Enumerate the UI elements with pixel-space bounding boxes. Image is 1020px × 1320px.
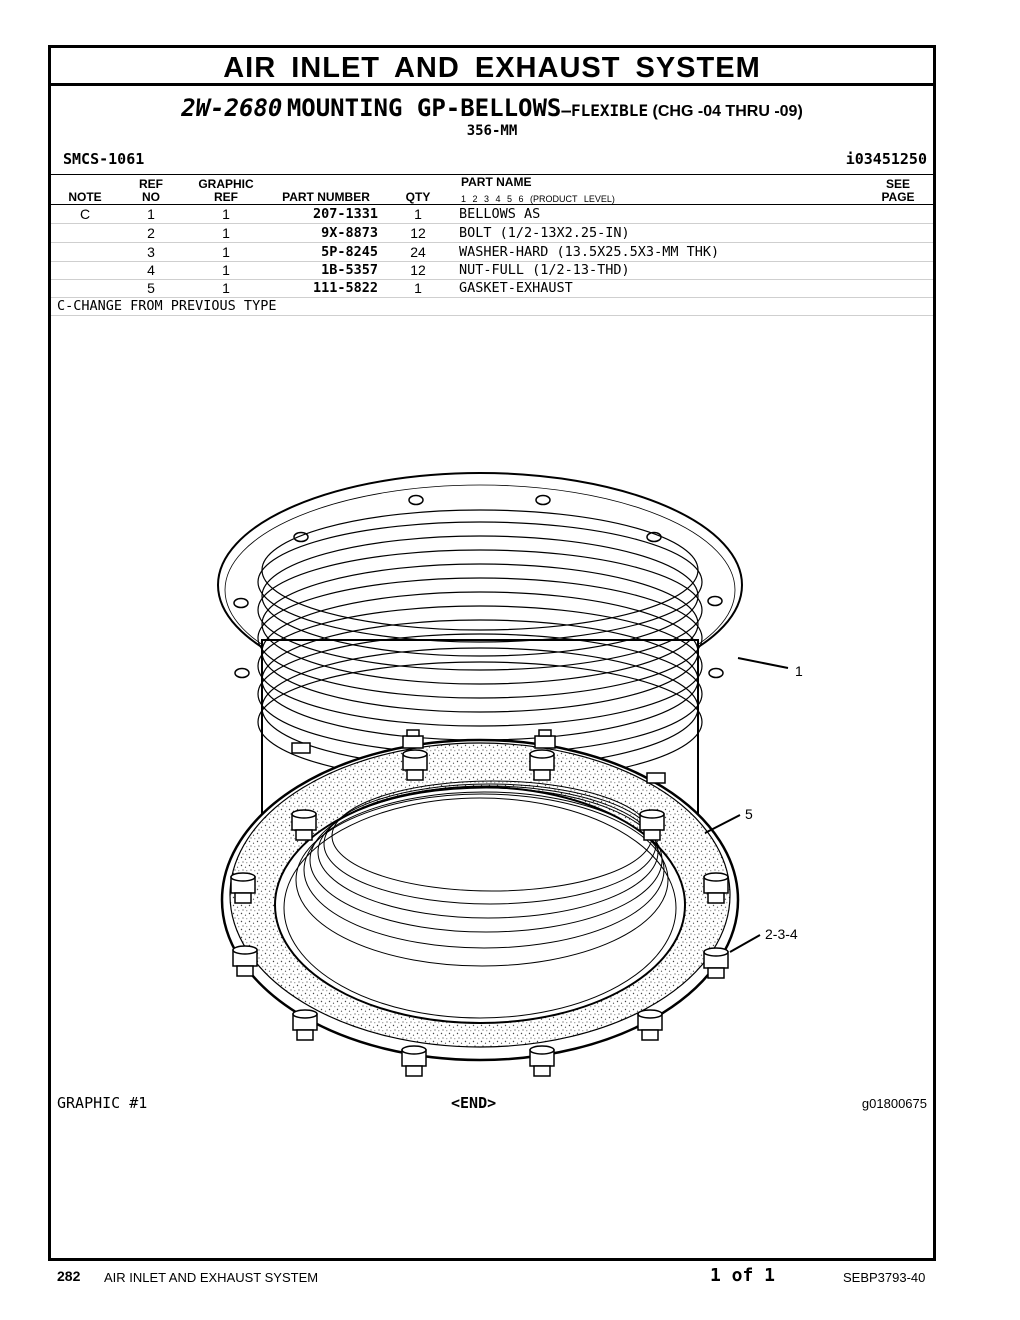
- row-part-number: 207-1331: [312, 206, 378, 222]
- gasket-exhaust: [274, 786, 686, 1024]
- group-part-number: 2W-2680: [181, 94, 283, 122]
- row-ref: 1: [147, 206, 155, 222]
- callout-5: 5: [745, 806, 753, 822]
- note-divider: [51, 315, 933, 316]
- row-graphic-ref: 1: [222, 262, 230, 278]
- leader-lines: [704, 657, 789, 953]
- col-graphic-top: GRAPHIC: [198, 177, 254, 191]
- bolt-nut-washer: [230, 729, 729, 1077]
- col-part-name: PART NAME: [461, 175, 532, 189]
- row-qty: 12: [410, 262, 426, 278]
- group-heading: 2W-2680 MOUNTING GP-BELLOWS—FLEXIBLE (CH…: [51, 94, 933, 122]
- col-product-level: 1 2 3 4 5 6 (PRODUCT LEVEL): [461, 194, 615, 204]
- table-row: 3 1 5P-8245 24 WASHER-HARD (13.5X25.5X3-…: [51, 243, 933, 262]
- row-note: C: [79, 206, 91, 222]
- row-part-number: 111-5822: [312, 280, 378, 296]
- row-part-name: GASKET-EXHAUST: [459, 280, 573, 296]
- page-title: AIR INLET AND EXHAUST SYSTEM: [223, 52, 761, 84]
- row-part-name: WASHER-HARD (13.5X25.5X3-MM THK): [459, 244, 720, 260]
- table-row: 2 1 9X-8873 12 BOLT (1/2-13X2.25-IN): [51, 224, 933, 243]
- col-graphic-bottom: REF: [214, 190, 238, 204]
- flange-bolt-holes: [233, 494, 724, 679]
- row-qty: 1: [414, 206, 422, 222]
- row-part-number: 1B-5357: [321, 262, 378, 278]
- smcs-code: SMCS-1061: [63, 150, 145, 168]
- row-graphic-ref: 1: [222, 244, 230, 260]
- row-graphic-ref: 1: [222, 206, 230, 222]
- row-ref: 3: [147, 244, 155, 260]
- row-part-name: BELLOWS AS: [459, 206, 541, 222]
- group-name: MOUNTING GP-BELLOWS: [286, 94, 562, 122]
- footer-doc-number: SEBP3793-40: [843, 1270, 926, 1285]
- group-name-suffix: —FLEXIBLE: [561, 101, 649, 120]
- footer-page-number: 282: [57, 1268, 81, 1284]
- col-see-top: SEE: [885, 177, 910, 191]
- page-frame: AIR INLET AND EXHAUST SYSTEM 2W-2680 MOU…: [48, 45, 936, 1261]
- header-divider: [51, 174, 933, 175]
- row-qty: 1: [414, 280, 422, 296]
- col-qty: QTY: [405, 190, 431, 204]
- row-graphic-ref: 1: [222, 225, 230, 241]
- row-part-number: 5P-8245: [321, 244, 378, 260]
- graphic-label: GRAPHIC #1: [57, 1094, 148, 1112]
- callout-2-3-4: 2-3-4: [765, 926, 798, 942]
- col-part-number: PART NUMBER: [282, 190, 370, 204]
- row-part-number: 9X-8873: [321, 225, 378, 241]
- row-qty: 24: [410, 244, 426, 260]
- table-row: 5 1 111-5822 1 GASKET-EXHAUST: [51, 279, 933, 298]
- col-ref-bottom: NO: [142, 190, 160, 204]
- footer-section: AIR INLET AND EXHAUST SYSTEM: [104, 1270, 319, 1285]
- table-row: C 1 1 207-1331 1 BELLOWS AS: [51, 205, 933, 224]
- col-note: NOTE: [68, 190, 102, 204]
- row-part-name: BOLT (1/2-13X2.25-IN): [459, 225, 630, 241]
- info-id: i03451250: [845, 150, 927, 168]
- row-ref: 2: [147, 225, 155, 241]
- graphic-id: g01800675: [861, 1096, 927, 1111]
- row-qty: 12: [410, 225, 426, 241]
- col-see-bottom: PAGE: [881, 190, 915, 204]
- col-ref-top: REF: [139, 177, 163, 191]
- callout-1: 1: [795, 663, 803, 679]
- table-divider: [51, 204, 933, 205]
- change-range: (CHG -04 THRU -09): [652, 103, 803, 120]
- inner-convolutions: [295, 780, 669, 967]
- title-divider: [51, 83, 933, 86]
- group-size: 356-MM: [466, 123, 518, 139]
- row-graphic-ref: 1: [222, 280, 230, 296]
- end-marker: <END>: [451, 1094, 497, 1112]
- footer-page-of: 1 of 1: [710, 1265, 776, 1286]
- row-part-name: NUT-FULL (1/2-13-THD): [459, 262, 630, 278]
- table-row: 4 1 1B-5357 12 NUT-FULL (1/2-13-THD): [51, 261, 933, 280]
- change-note: C-CHANGE FROM PREVIOUS TYPE: [57, 298, 277, 314]
- row-ref: 4: [147, 262, 155, 278]
- row-ref: 5: [147, 280, 155, 296]
